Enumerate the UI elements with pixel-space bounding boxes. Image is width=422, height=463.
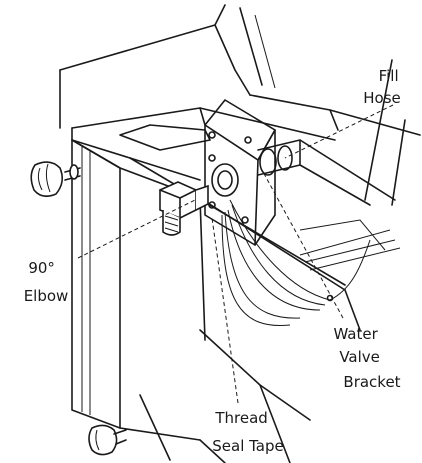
knob-bottom — [88, 424, 127, 456]
fill-hose-label-line1: Fill — [379, 67, 399, 85]
water-valve-bracket-label-line3: Bracket — [343, 373, 400, 391]
water-valve-bracket-label: Water Valve Bracket — [333, 325, 400, 391]
elbow-fitting — [159, 181, 209, 236]
water-valve-bracket — [204, 99, 276, 246]
water-valve-bracket-label-line2: Valve — [339, 348, 380, 366]
leader-lines — [77, 104, 394, 404]
water-valve — [211, 163, 239, 197]
fill-hose-label: Fill Hose — [363, 67, 403, 107]
cabinet-background — [59, 4, 421, 206]
knob-top — [30, 161, 81, 198]
frame-left-panel — [71, 139, 201, 441]
elbow-label: 90° Elbow — [24, 259, 69, 305]
fill-hose — [257, 139, 396, 206]
elbow-label-line2: Elbow — [24, 287, 69, 305]
thread-seal-tape-label-line1: Thread — [214, 409, 267, 427]
thread-seal-tape-label: Thread Seal Tape — [212, 409, 284, 455]
wiring-harness — [221, 199, 401, 327]
elbow-label-line1: 90° — [28, 259, 55, 277]
frame-right-column — [139, 197, 361, 463]
water-valve-bracket-label-line1: Water — [333, 325, 378, 343]
thread-seal-tape-label-line2: Seal Tape — [212, 437, 284, 455]
fill-hose-label-line2: Hose — [363, 89, 401, 107]
